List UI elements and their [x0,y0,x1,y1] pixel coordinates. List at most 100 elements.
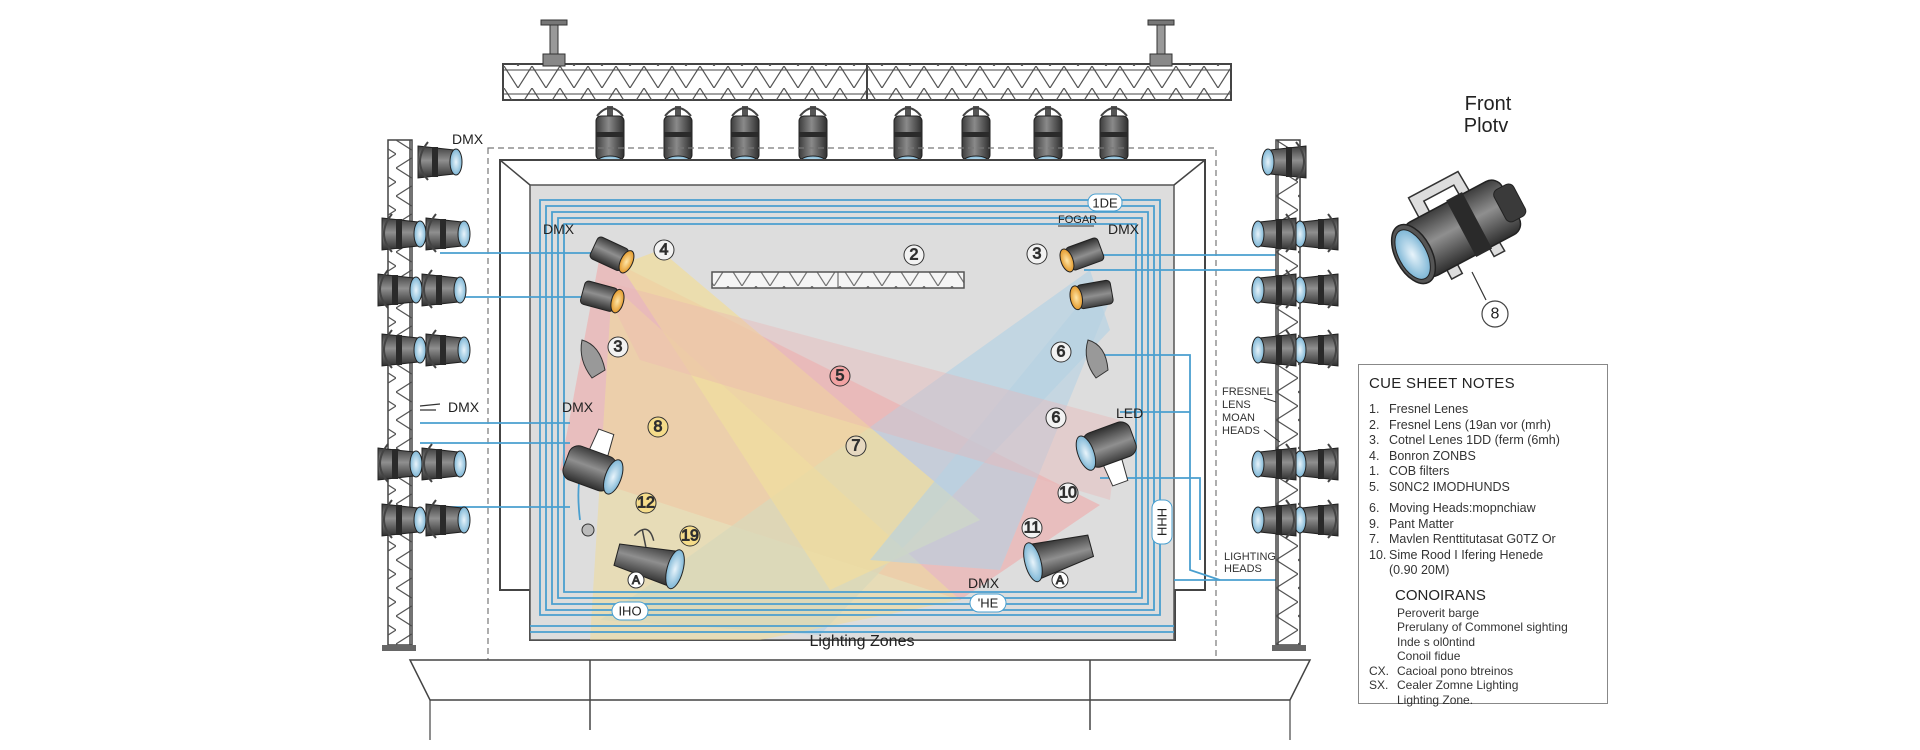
item-number: 1. [1369,402,1380,416]
svg-text:6: 6 [1057,344,1066,361]
svg-text:7: 7 [852,438,861,455]
front-plot-title: Front [1465,93,1512,115]
left-truss-tower [380,139,420,651]
condition-item: Prerulany of Commonel sighting [1369,620,1599,635]
item-number: 10. [1369,547,1387,562]
item-text: Bonron ZONBS [1389,448,1476,463]
item-number: 1. [1369,464,1380,478]
svg-text:4: 4 [660,242,669,259]
cue-note-item: 9.Pant Matter [1369,517,1599,533]
item-number: 4. [1369,448,1380,463]
dmx-arrow-label: DMX [448,399,480,415]
item-number: CX. [1369,663,1390,678]
spot-fixture-orange [589,236,635,274]
lighting-zones-title: Lighting Zones [810,633,915,650]
dmx-label: DMX [452,131,484,147]
item-text: Cealer Zomne Lighting [1397,678,1519,692]
cue-note-item: 2. Fresnel Lens (19an vor (mrh) [1369,418,1599,434]
par-fixture [663,105,693,169]
item-text: Lighting Zone. [1397,692,1474,707]
item-number [1369,620,1397,635]
item-text: Fresnel Lenes [1389,402,1469,416]
dmx-label: DMX [1108,221,1140,237]
lighting-heads-label: HEADS [1224,563,1262,575]
svg-text:A: A [1056,573,1064,587]
pill-label-top: 1DE [1092,196,1118,211]
condition-item: Inde s ol0ntind [1369,635,1599,650]
item-number: 7. [1369,532,1380,546]
par-fixture [730,105,760,169]
svg-text:8: 8 [654,419,663,436]
svg-text:6: 6 [1052,410,1061,427]
svg-text:3: 3 [614,339,623,356]
washer-fixture-small [580,339,1109,379]
item-text: COB filters [1389,464,1450,478]
profile-fixture [421,269,467,309]
item-text: Fresnel Lens (19an vor (mrh) [1389,417,1551,432]
mid-stage-truss [711,271,965,289]
zone-number: 5 [829,365,851,387]
conditions-title: CONOIRANS [1395,586,1486,604]
spot-fixture-orange [1069,279,1114,311]
zone-number: 3 [607,336,629,358]
item-text: Inde s ol0ntind [1397,634,1476,649]
top-truss [502,19,1232,101]
profile-fixture [1251,443,1297,483]
profile-spot-fixture [1023,534,1095,583]
moving-head-fixture [562,428,624,495]
profile-spot-fixture [613,528,685,590]
fresnel-side-label: MOAN [1222,412,1255,424]
zone-number: 6 [1050,341,1072,363]
zone-number: 3 [1026,243,1048,265]
dmx-cables [420,199,1290,633]
svg-text:19: 19 [681,528,699,545]
par-fixture [961,105,991,169]
zone-number: 11 [1021,517,1043,539]
zone-number: 19 [679,525,701,547]
profile-fixture [1251,329,1297,369]
lighting-heads-label: LIGHTING [1224,551,1276,563]
item-number [1369,693,1397,708]
zone-number: 7 [845,435,867,457]
pill-label-bottom-left: IHO [618,604,641,619]
cue-sheet-notes-box: CUE SHEET NOTES 1. Fresnel Lenes 2. Fresnel… [1358,364,1608,707]
cue-sheet-title: CUE SHEET NOTES [1369,375,1515,392]
zone-number: 2 [903,244,925,266]
item-number [1369,635,1397,650]
profile-fixture [417,141,463,181]
dmx-label: DMX [562,399,594,415]
fresnel-side-label: LENS [1222,399,1251,411]
svg-text:2: 2 [910,247,919,264]
item-text: (0.90 20M) [1389,563,1450,577]
zone-number: 10 [1057,482,1079,504]
par-fixture [595,105,625,169]
cue-note-item: 3.Cotnel Lenes 1DD (ferm (6mh) [1369,433,1599,449]
pill-label-right-vertical: HHH [1155,508,1170,536]
item-number: 2. [1369,417,1380,432]
pill-labels: 1DE IHO 'HE HHH [611,193,1173,621]
fresnel-side-label: FRESNEL [1222,386,1273,398]
dmx-label: DMX [968,575,1000,591]
condition-item: CX.Cacioal pono btreinos [1369,664,1599,679]
zone-number: 12 [635,492,657,514]
item-number [1369,606,1397,621]
par-fixture [798,105,828,169]
spot-fixture-orange [579,280,625,314]
item-text: Mavlen Renttitutasat G0TZ Or [1389,532,1556,546]
par-fixture [1033,105,1063,169]
cue-note-item: 6. Moving Heads:mopnchiaw [1369,501,1599,517]
item-text: Peroverit barge [1397,605,1480,620]
truss-hanger-right [1147,19,1175,67]
fresnel-side-label: HEADS [1222,425,1260,437]
item-number: 6. [1369,501,1380,515]
item-text: Prerulany of Commonel sighting [1397,620,1568,634]
item-number [1369,563,1389,579]
item-number: 3. [1369,433,1380,447]
zone-number: 6 [1045,407,1067,429]
item-number: 9. [1369,516,1380,531]
item-text: Conoil fidue [1397,649,1461,663]
item-text: Moving Heads:mopnchiaw [1389,501,1536,515]
svg-text:12: 12 [637,495,655,512]
